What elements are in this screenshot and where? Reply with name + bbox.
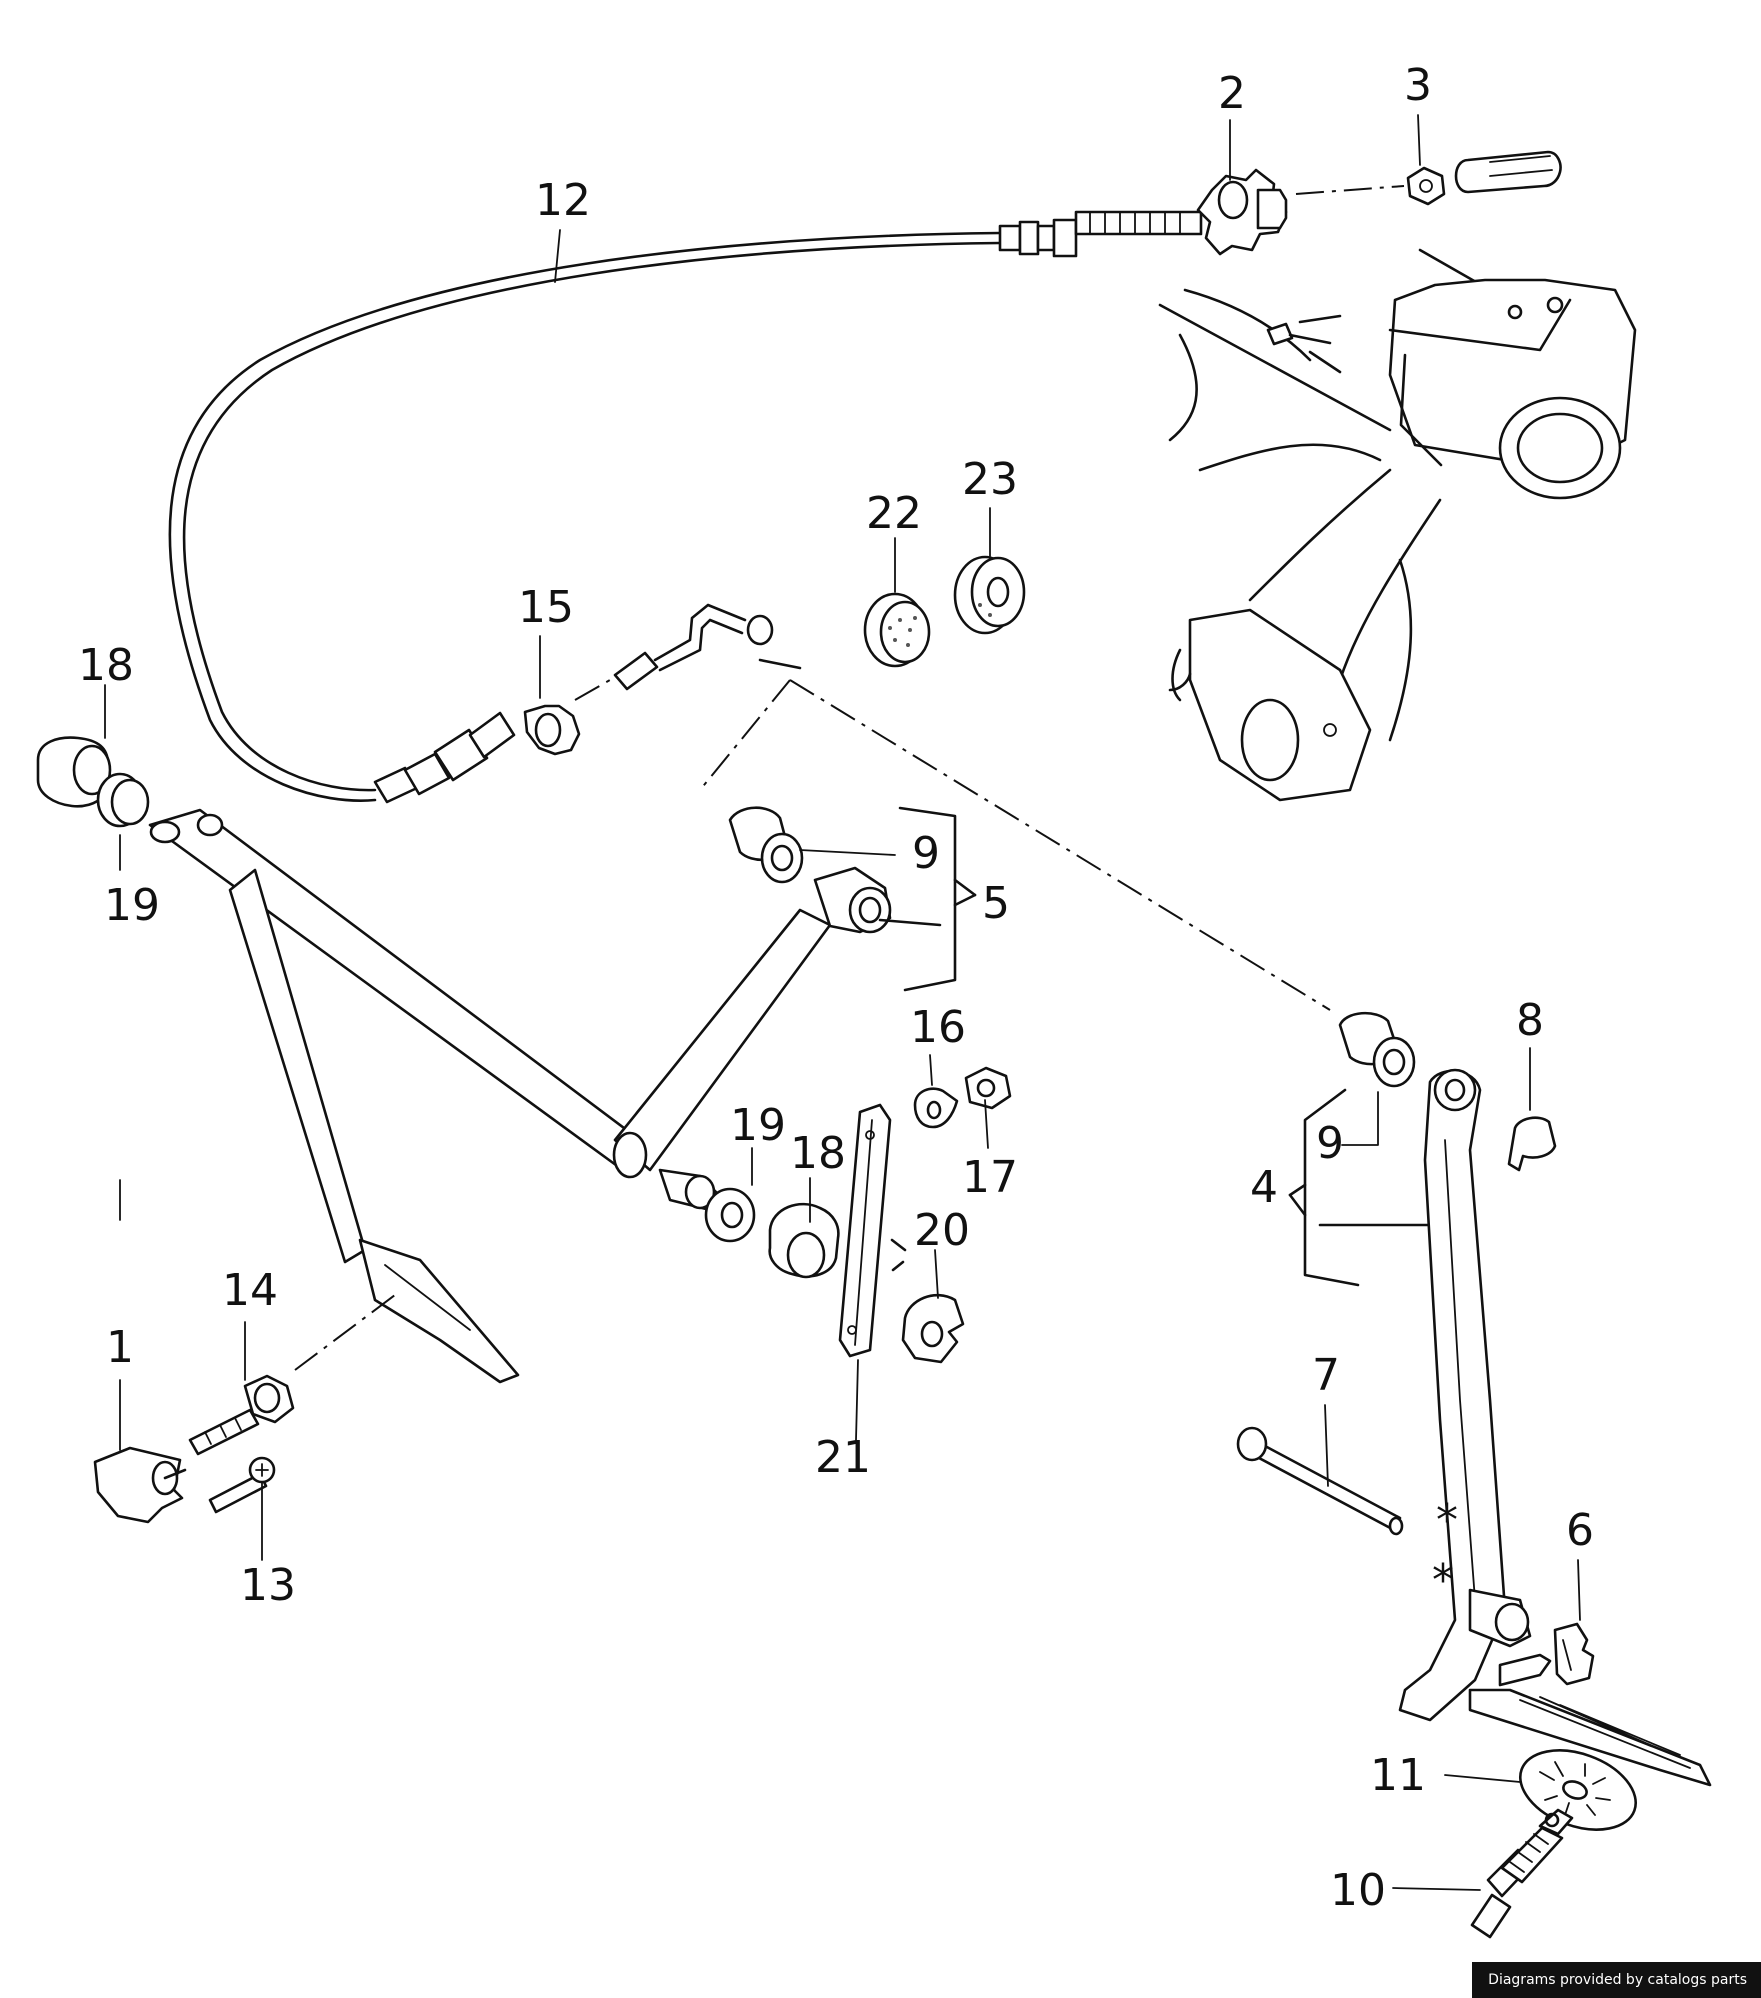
label-20: 20 (914, 1205, 970, 1256)
bushing-part-18-top (36, 736, 112, 808)
stop-part-1 (93, 1446, 187, 1524)
label-7: 7 (1312, 1350, 1340, 1401)
nut-part-17 (964, 1066, 1012, 1110)
grommet-part-23 (953, 555, 1026, 635)
clip-part-20 (901, 1294, 965, 1364)
label-1: 1 (106, 1322, 134, 1373)
label-6: 6 (1566, 1505, 1594, 1556)
pedal-shaft-assembly (148, 808, 892, 1384)
washer-part-19-top (96, 772, 150, 828)
label-8: 8 (1516, 995, 1544, 1046)
pin-part-7 (1236, 1426, 1404, 1536)
callout-labels: 1 2 3 4 5 6 7 8 9 9 10 11 12 13 14 15 16… (78, 60, 1594, 1916)
adjusting-nut-part-2 (1196, 168, 1288, 256)
label-18a: 18 (78, 640, 134, 691)
label-2: 2 (1218, 68, 1246, 119)
plug-part-22 (863, 592, 931, 668)
label-12: 12 (535, 175, 591, 226)
accelerator-cable (168, 210, 1203, 804)
label-19a: 19 (104, 880, 160, 931)
bolt-part-14 (188, 1374, 295, 1456)
svg-text:*: * (1436, 1495, 1458, 1546)
label-18b: 18 (790, 1128, 846, 1179)
label-5: 5 (982, 878, 1010, 929)
bushing-part-15 (523, 704, 581, 756)
clip-part-6 (1553, 1622, 1595, 1686)
throttle-body (1158, 248, 1637, 802)
label-19b: 19 (730, 1100, 786, 1151)
clip-part-8 (1507, 1116, 1557, 1172)
credit-badge: Diagrams provided by catalogs parts (1472, 1962, 1761, 1998)
label-13: 13 (240, 1560, 296, 1611)
label-9b: 9 (1316, 1118, 1344, 1169)
bracket-part-21 (838, 1103, 907, 1358)
buffer-part-10 (1470, 1808, 1574, 1939)
label-15: 15 (518, 582, 574, 633)
svg-text:*: * (1432, 1555, 1454, 1606)
label-14: 14 (222, 1265, 278, 1316)
nut-part-3 (1406, 150, 1562, 206)
bushing-part-9-lower (1338, 1011, 1416, 1088)
bushing-part-18-mid (768, 1202, 840, 1279)
washer-part-19-mid (704, 1187, 756, 1243)
label-16: 16 (910, 1002, 966, 1053)
pedal-lever-part-4: * * (1398, 1068, 1712, 1787)
label-10: 10 (1330, 1865, 1386, 1916)
label-11: 11 (1370, 1750, 1426, 1801)
label-23: 23 (962, 454, 1018, 505)
label-17: 17 (962, 1152, 1018, 1203)
bushing-part-9-upper (728, 806, 804, 884)
label-4: 4 (1250, 1162, 1278, 1213)
clip-part-16 (913, 1087, 959, 1129)
label-22: 22 (866, 488, 922, 539)
label-3: 3 (1404, 60, 1432, 111)
label-21: 21 (815, 1432, 871, 1483)
label-9a: 9 (912, 828, 940, 879)
screw-part-13 (208, 1456, 276, 1514)
